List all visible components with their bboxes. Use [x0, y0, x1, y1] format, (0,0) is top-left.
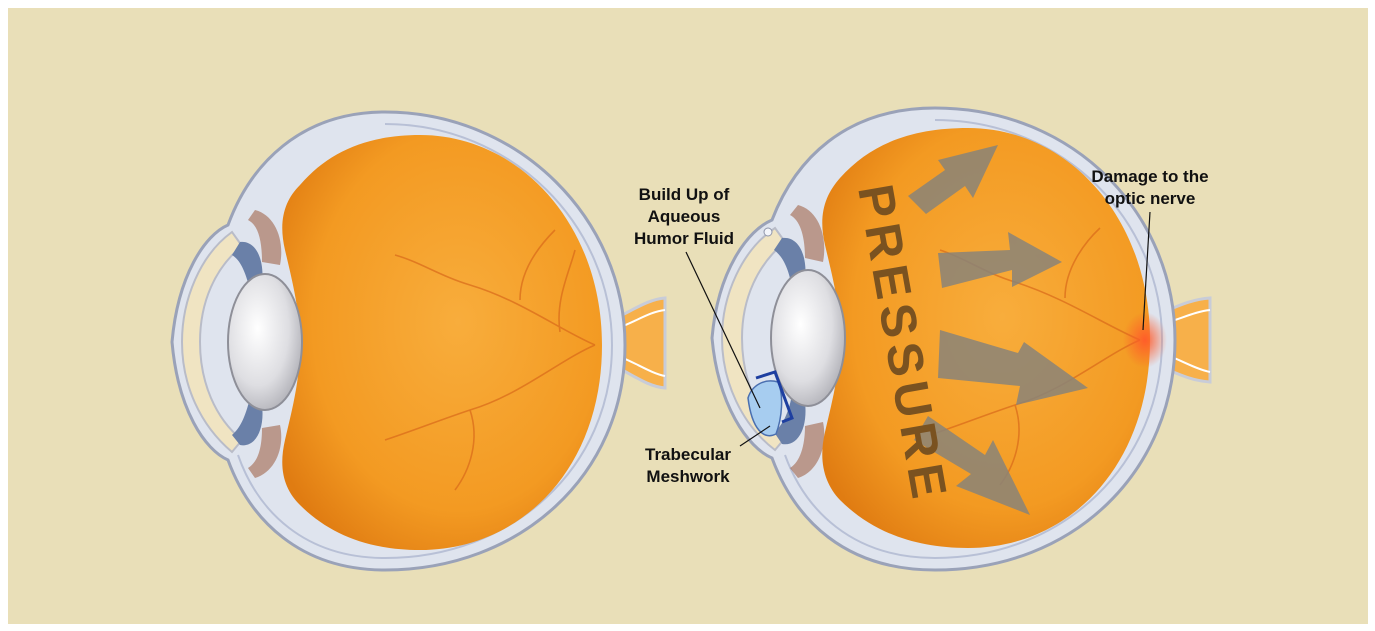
label-fluid-line-1: Build Up of [639, 185, 730, 204]
label-nerve-line-2: optic nerve [1105, 189, 1196, 208]
label-mesh-line-1: Trabecular [645, 445, 731, 464]
lens-left [228, 274, 302, 410]
schlemm-canal [764, 228, 772, 236]
optic-nerve-damage [1123, 312, 1167, 368]
label-fluid-line-3: Humor Fluid [634, 229, 734, 248]
label-fluid-line-2: Aqueous [648, 207, 721, 226]
label-mesh-line-2: Meshwork [646, 467, 730, 486]
label-nerve-line-1: Damage to the [1091, 167, 1208, 186]
lens-right [771, 270, 845, 406]
